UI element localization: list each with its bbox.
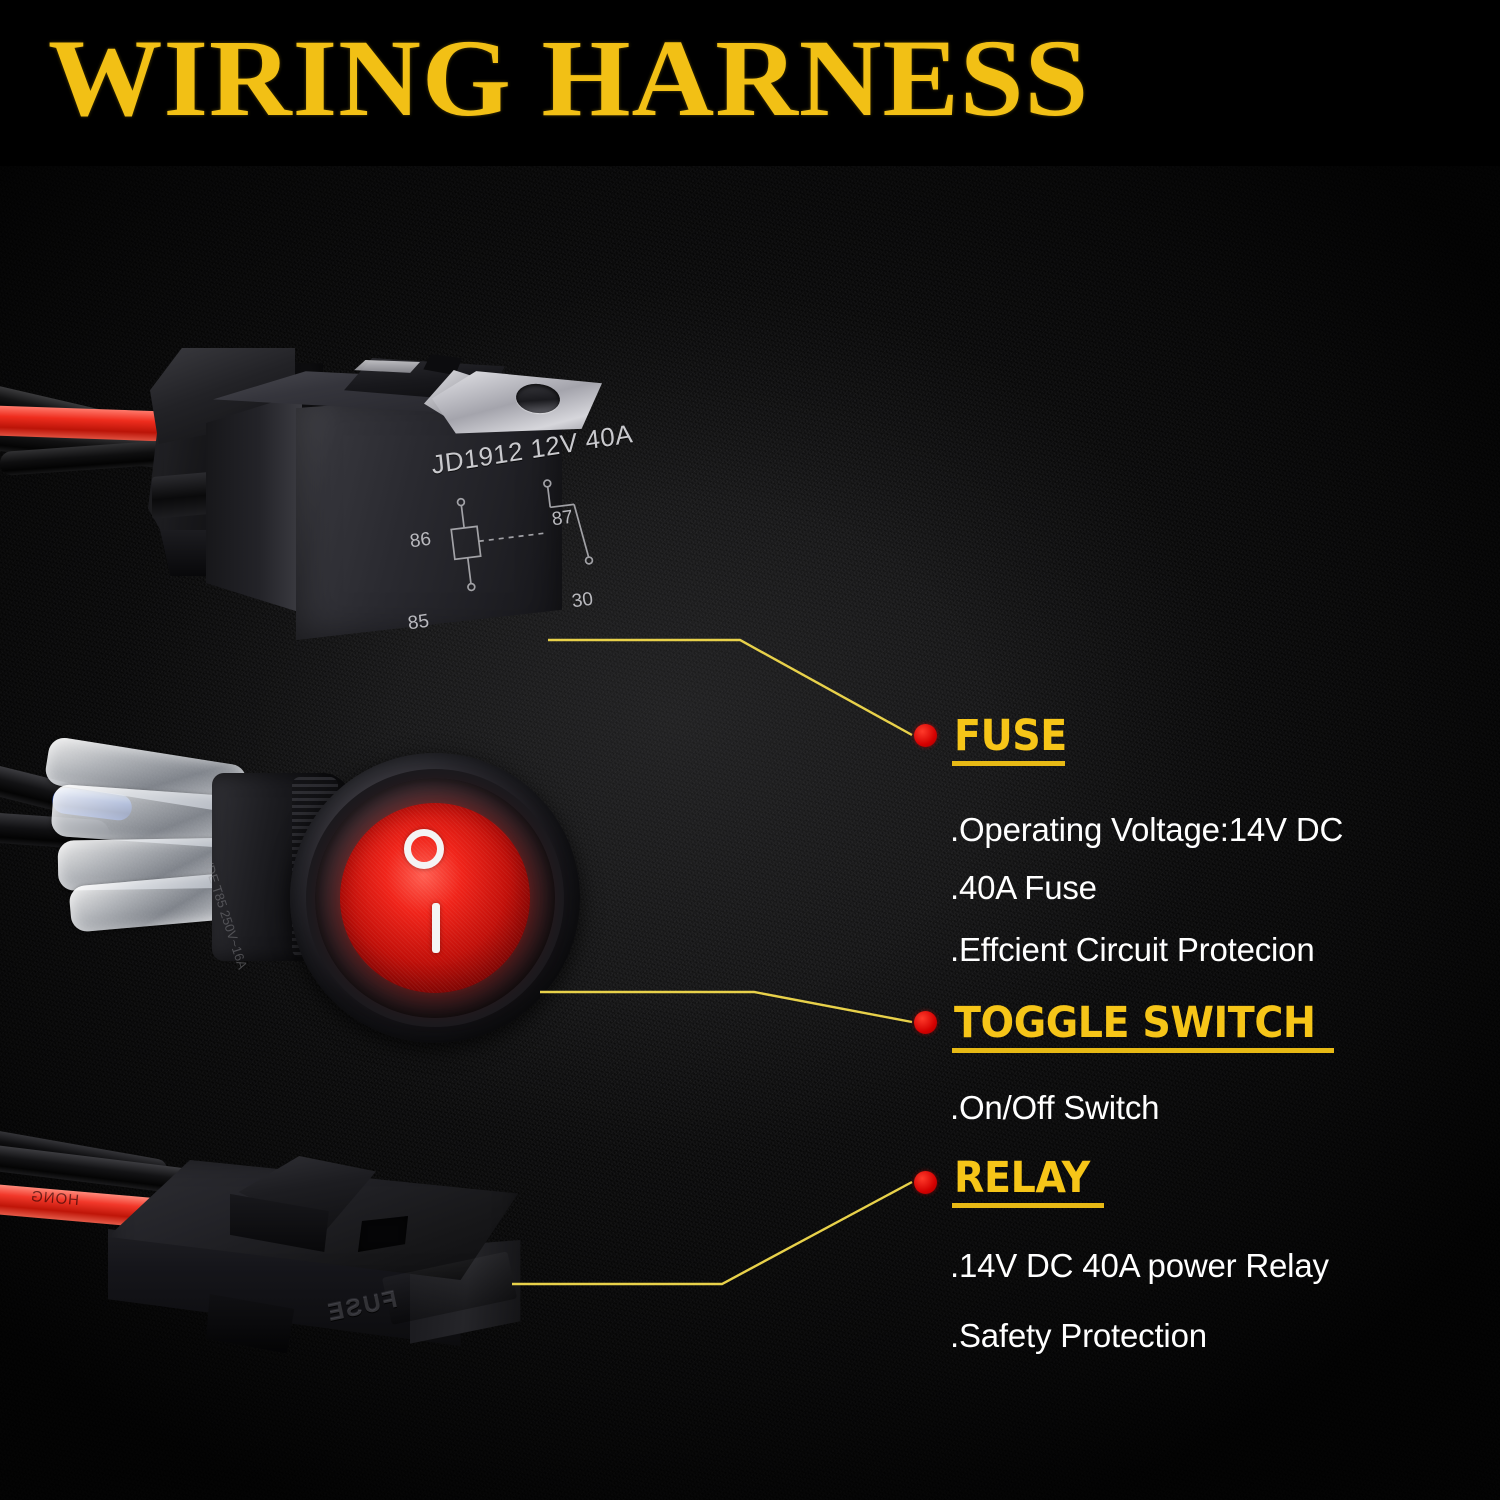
switch-off-glyph-icon <box>404 829 444 869</box>
heading-relay: RELAY <box>954 1153 1090 1203</box>
bullet-toggle-switch-1: .On/Off Switch <box>950 1089 1160 1126</box>
toggle-switch-product-image: VDE T85 250V~16A <box>0 735 600 1075</box>
relay-cap-dark-block <box>423 354 462 376</box>
bullet-relay-2: .Safety Protection <box>950 1317 1207 1354</box>
leader-line-toggle-switch <box>540 990 913 1024</box>
relay-body-left-face <box>206 393 302 613</box>
page-title: WIRING HARNESS <box>48 17 1090 139</box>
bullet-relay-1: .14V DC 40A power Relay <box>950 1247 1329 1284</box>
heading-underline-relay <box>952 1203 1104 1208</box>
heading-underline-fuse <box>952 761 1065 766</box>
leader-line-fuse <box>548 638 913 737</box>
relay-product-image: JD1912 12V 40A 86 87 <box>0 330 660 680</box>
leader-line-relay <box>512 1180 913 1286</box>
heading-fuse: FUSE <box>954 711 1067 761</box>
heading-underline-toggle-switch <box>952 1048 1334 1053</box>
fuse-holder-product-image: HONG FUSE <box>0 1120 560 1450</box>
relay-cap-metal-notch <box>354 360 420 373</box>
callout-dot-fuse <box>914 724 937 747</box>
callout-dot-relay <box>914 1171 937 1194</box>
heading-toggle-switch: TOGGLE SWITCH <box>954 998 1316 1048</box>
bullet-fuse-1: .Operating Voltage:14V DC <box>950 811 1344 848</box>
bullet-fuse-2: .40A Fuse <box>950 869 1097 906</box>
bullet-fuse-3: .Effcient Circuit Protecion <box>950 931 1315 968</box>
relay-circuit-schematic <box>450 479 594 592</box>
switch-on-glyph-icon <box>432 903 440 953</box>
header-band: WIRING HARNESS <box>0 0 1500 166</box>
callout-dot-toggle-switch <box>914 1011 937 1034</box>
